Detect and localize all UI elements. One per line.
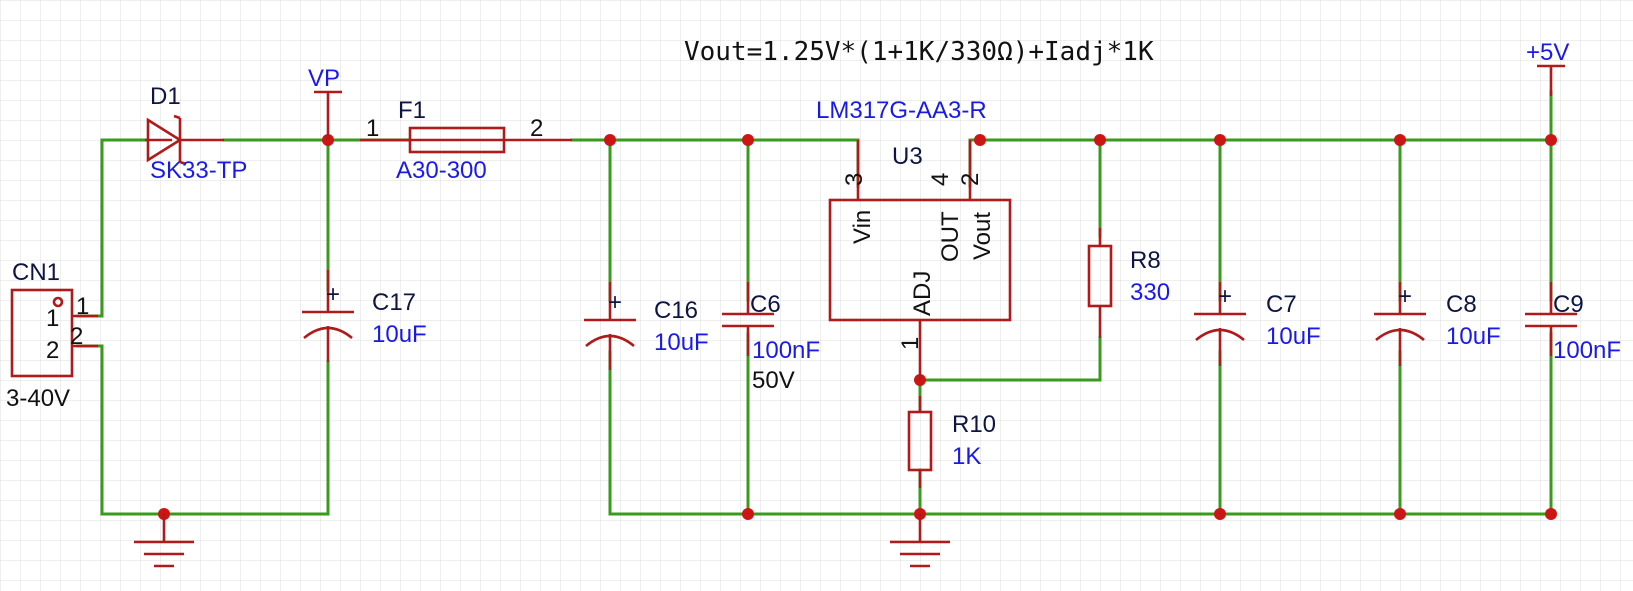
c7-value: 10uF (1266, 323, 1321, 350)
r10-value: 1K (952, 443, 981, 470)
ground-symbol-center (890, 514, 950, 568)
r10-ref: R10 (952, 411, 996, 438)
c6-value: 100nF (752, 337, 820, 364)
u3-pin-vin: Vin (849, 210, 876, 244)
junctions (158, 134, 1557, 520)
capacitor-c9: C9 100nF (1525, 282, 1621, 364)
f1-pin1: 1 (366, 115, 379, 142)
vp-net-label: VP (308, 65, 340, 92)
net-flag-vp: VP (308, 65, 342, 140)
u3-pin-adj: ADJ (909, 271, 936, 316)
out-net-label: +5V (1526, 39, 1569, 66)
capacitor-c8: + C8 10uF (1374, 282, 1501, 366)
diode-d1: D1 SK33-TP (145, 83, 247, 184)
junction-dot (604, 134, 616, 146)
f1-value: A30-300 (396, 157, 487, 184)
net-flag-5v: +5V (1526, 39, 1569, 96)
junction-dot (1545, 508, 1557, 520)
ground-symbol-left (134, 514, 194, 568)
capacitor-c17: + C17 10uF (302, 270, 427, 362)
resistor-r8: R8 330 (1087, 228, 1170, 338)
junction-dot (1545, 134, 1557, 146)
c17-ref: C17 (372, 289, 416, 316)
r8-ref: R8 (1130, 247, 1161, 274)
c8-value: 10uF (1446, 323, 1501, 350)
junction-dot (1094, 134, 1106, 146)
junction-dot (1394, 508, 1406, 520)
c9-value: 100nF (1553, 337, 1621, 364)
junction-dot (742, 134, 754, 146)
capacitor-c7: + C7 10uF (1194, 282, 1321, 366)
junction-dot (1214, 508, 1226, 520)
u3-pin-out: OUT (937, 211, 964, 262)
c17-value: 10uF (372, 321, 427, 348)
cn1-pin2-label: 2 (70, 323, 83, 350)
cn1-value: 3-40V (6, 385, 70, 412)
u3-pin1-number: 1 (897, 337, 924, 350)
c16-value: 10uF (654, 329, 709, 356)
u3-pin2-number: 2 (957, 173, 984, 186)
junction-dot (742, 508, 754, 520)
cn1-pin1-inner: 1 (46, 305, 59, 332)
cn1-pin1-label: 1 (76, 293, 89, 320)
junction-dot (974, 134, 986, 146)
cn1-pin2-inner: 2 (46, 337, 59, 364)
c6-ref: C6 (750, 291, 781, 318)
capacitor-c6: C6 100nF 50V (722, 282, 820, 394)
c7-plus: + (1218, 283, 1232, 310)
fuse-f1: F1 1 2 A30-300 (360, 97, 572, 184)
u3-value: LM317G-AA3-R (816, 97, 987, 124)
u3-pin-vout: Vout (969, 212, 996, 260)
c9-ref: C9 (1553, 291, 1584, 318)
c17-plus: + (326, 281, 340, 308)
c16-plus: + (608, 289, 622, 316)
d1-value: SK33-TP (150, 157, 247, 184)
u3-pin3-number: 3 (841, 173, 868, 186)
c6-voltage: 50V (752, 367, 795, 394)
capacitor-c16: + C16 10uF (584, 282, 709, 370)
c7-ref: C7 (1266, 291, 1297, 318)
f1-ref: F1 (398, 97, 426, 124)
junction-dot (1394, 134, 1406, 146)
resistor-r10: R10 1K (907, 396, 996, 488)
regulator-u3: LM317G-AA3-R U3 3 4 2 1 Vin OUT Vout ADJ (816, 97, 1012, 380)
d1-ref: D1 (150, 83, 181, 110)
junction-dot (1214, 134, 1226, 146)
u3-ref: U3 (892, 143, 923, 170)
r8-value: 330 (1130, 279, 1170, 306)
f1-pin2: 2 (530, 115, 543, 142)
c8-ref: C8 (1446, 291, 1477, 318)
formula-text: Vout=1.25V*(1+1K/330Ω)+Iadj*1K (684, 37, 1154, 67)
c16-ref: C16 (654, 297, 698, 324)
c8-plus: + (1398, 283, 1412, 310)
cn1-ref: CN1 (12, 259, 60, 286)
u3-pin4-number: 4 (927, 173, 954, 186)
connector-cn1: CN1 1 2 1 2 3-40V (6, 259, 98, 412)
